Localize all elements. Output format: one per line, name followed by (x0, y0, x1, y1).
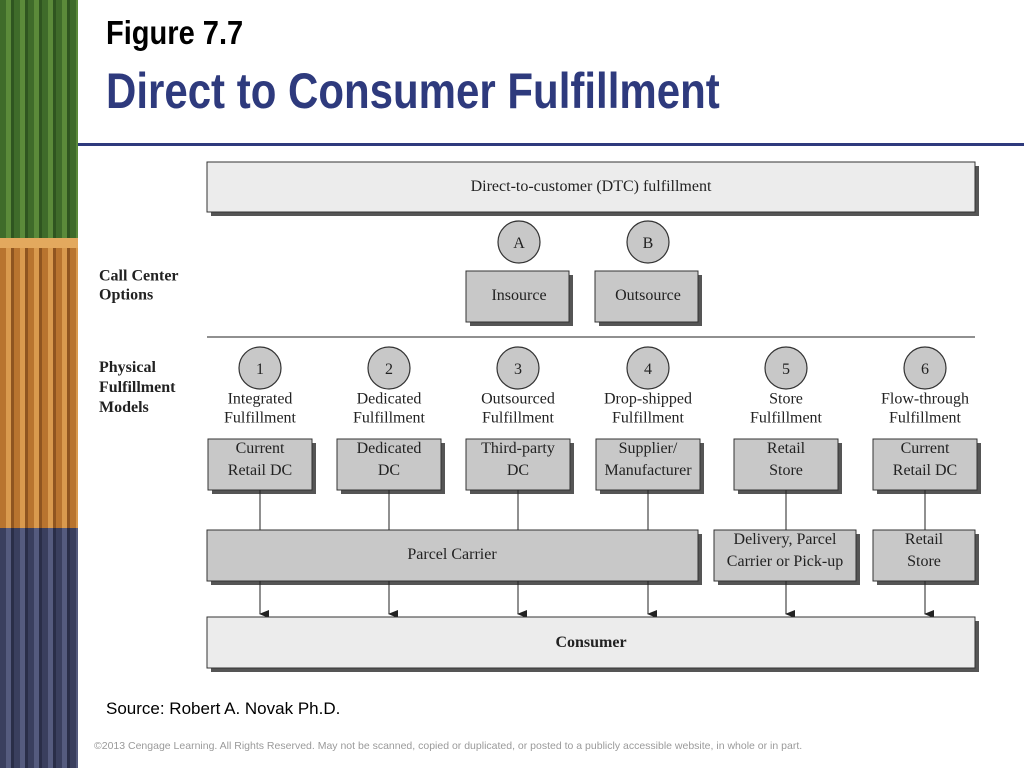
retail-store-box (872, 529, 976, 582)
model-box (465, 438, 571, 491)
call-center-marker-label: B (643, 235, 654, 252)
call-center-box-label: Outsource (615, 287, 681, 304)
copyright-note: ©2013 Cengage Learning. All Rights Reser… (94, 740, 803, 752)
model-box (595, 438, 701, 491)
consumer-label: Consumer (555, 634, 626, 651)
parcel-carrier-box (206, 529, 699, 582)
model-box-label: Supplier/Manufacturer (604, 440, 692, 479)
title-rule (78, 143, 1024, 146)
dtc-box (206, 161, 976, 213)
parcel-carrier-label: Parcel Carrier (407, 546, 497, 563)
dtc-box-label: Direct-to-customer (DTC) fulfillment (471, 178, 712, 195)
model-marker-label: 2 (385, 361, 393, 378)
call-center-box (594, 270, 699, 323)
orange-container (0, 238, 78, 528)
consumer-box (206, 616, 976, 669)
model-marker-label: 3 (514, 361, 522, 378)
model-marker-label: 6 (921, 361, 929, 378)
model-box (336, 438, 442, 491)
model-marker-label: 4 (644, 361, 652, 378)
source-note: Source: Robert A. Novak Ph.D. (106, 699, 341, 718)
call-center-box (465, 270, 570, 323)
call-center-box-label: Insource (491, 287, 546, 304)
container-photo-strip (0, 0, 78, 768)
delivery-box (713, 529, 857, 582)
model-marker (367, 346, 411, 390)
model-marker-label: 5 (782, 361, 790, 378)
model-marker (238, 346, 282, 390)
model-box (207, 438, 313, 491)
model-marker (764, 346, 808, 390)
green-container (0, 0, 78, 238)
call-center-marker (626, 220, 670, 264)
model-marker (903, 346, 947, 390)
slide-title: Direct to Consumer Fulfillment (106, 63, 720, 119)
model-marker (626, 346, 670, 390)
container-edge (0, 238, 78, 248)
blue-container (0, 528, 78, 768)
call-center-marker (497, 220, 541, 264)
model-marker-label: 1 (256, 361, 264, 378)
figure-label: Figure 7.7 (106, 14, 244, 51)
model-marker (496, 346, 540, 390)
call-center-marker-label: A (513, 235, 525, 252)
